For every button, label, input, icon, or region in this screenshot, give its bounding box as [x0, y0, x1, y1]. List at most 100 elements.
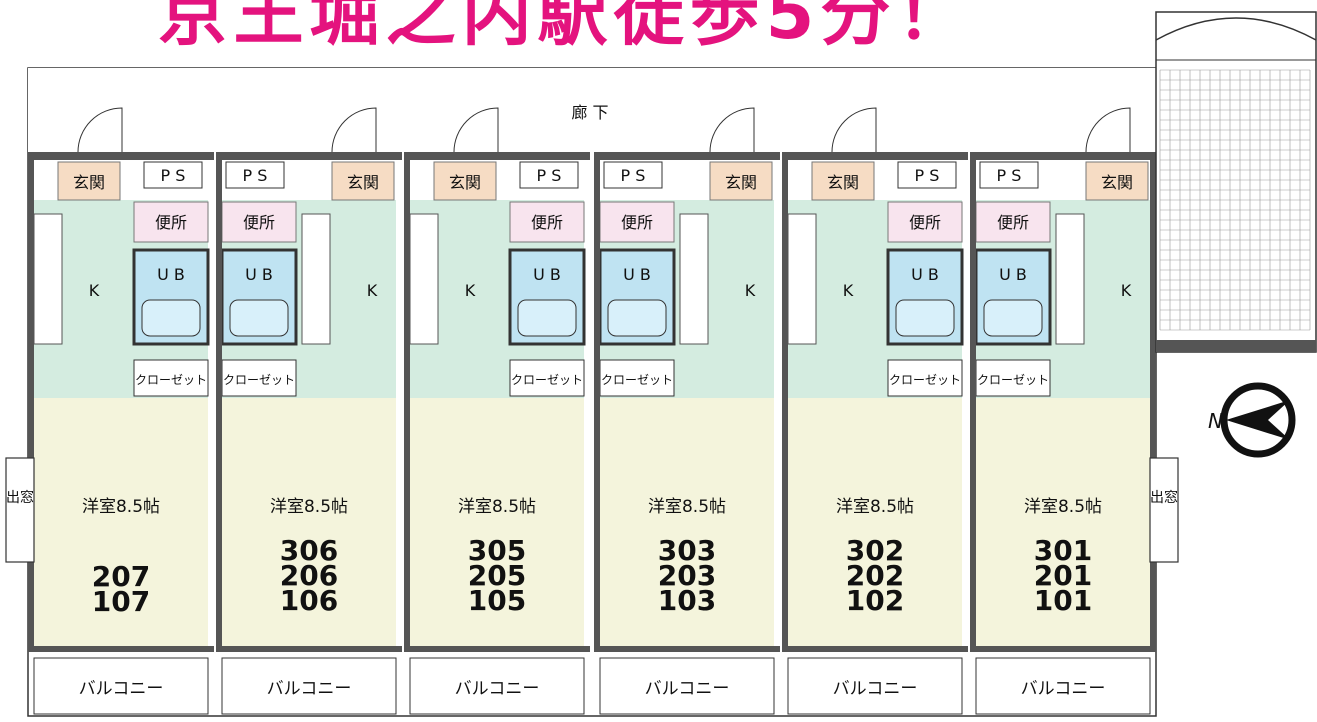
balcony [599, 657, 775, 715]
balcony-wall [970, 646, 1156, 652]
bathtub [895, 299, 955, 337]
room-number: 103 [658, 584, 716, 617]
bathtub [607, 299, 667, 337]
closet-label: クローゼット [511, 373, 583, 387]
balcony [221, 657, 397, 715]
room-number: 106 [280, 584, 338, 617]
entrance-label: 玄関 [73, 173, 105, 192]
pipe-shaft-label: P S [161, 166, 186, 185]
bay-window-left: 出窓 [5, 457, 35, 563]
room-number: 301 [1034, 534, 1092, 567]
room-number: 102 [846, 584, 904, 617]
kitchen-counter [787, 213, 817, 345]
toilet [887, 201, 963, 243]
toilet-label: 便所 [909, 213, 941, 232]
balcony [975, 657, 1151, 715]
pipe-shaft-label: P S [621, 166, 646, 185]
entrance [331, 161, 395, 201]
entry-door [77, 107, 123, 153]
partition-wall [970, 152, 976, 652]
partition-wall [404, 152, 410, 652]
partition-wall [782, 152, 788, 652]
toilet [975, 201, 1051, 243]
closet [221, 359, 297, 397]
entrance [709, 161, 773, 201]
closet [133, 359, 209, 397]
room-number: 105 [468, 584, 526, 617]
balcony-label: バルコニー [79, 679, 164, 699]
bathtub [517, 299, 577, 337]
entrance [811, 161, 875, 201]
western-room [222, 398, 396, 652]
unit-bath-label: U B [911, 265, 939, 284]
room-label: 洋室8.5帖 [836, 497, 914, 517]
pipe-shaft [603, 161, 663, 189]
pipe-shaft-label: P S [915, 166, 940, 185]
toilet [509, 201, 585, 243]
room-label: 洋室8.5帖 [458, 497, 536, 517]
western-room [976, 398, 1150, 652]
balcony [33, 657, 209, 715]
toilet-label: 便所 [621, 213, 653, 232]
western-room [34, 398, 208, 652]
room-number: 302 [846, 534, 904, 567]
entry-door [831, 107, 877, 153]
unit-bath-label: U B [623, 265, 651, 284]
room-label: 洋室8.5帖 [270, 497, 348, 517]
closet-label: クローゼット [977, 373, 1049, 387]
western-room [410, 398, 584, 652]
toilet [221, 201, 297, 243]
bathtub [229, 299, 289, 337]
bathtub [141, 299, 201, 337]
room-number: 203 [658, 559, 716, 592]
pipe-shaft [979, 161, 1039, 189]
north-arrow-icon [1220, 382, 1296, 458]
room-number: 107 [92, 585, 150, 618]
toilet-label: 便所 [155, 213, 187, 232]
pipe-shaft [143, 161, 203, 189]
corridor-wall [216, 152, 402, 160]
staircase [1155, 11, 1317, 353]
entrance-label: 玄関 [347, 173, 379, 192]
entry-door [1085, 107, 1131, 153]
entry-door [709, 107, 755, 153]
room-number: 205 [468, 559, 526, 592]
entrance [1085, 161, 1149, 201]
closet [887, 359, 963, 397]
room-number: 306 [280, 534, 338, 567]
room-number: 303 [658, 534, 716, 567]
kitchen-label: K [465, 281, 476, 300]
closet-label: クローゼット [889, 373, 961, 387]
corridor-label: 廊 下 [571, 103, 608, 122]
bay-window-label-right: 出窓 [1150, 489, 1178, 506]
balcony-label: バルコニー [455, 679, 540, 699]
kitchen-counter [33, 213, 63, 345]
kitchen-label: K [89, 281, 100, 300]
toilet-label: 便所 [531, 213, 563, 232]
kitchen-label: K [745, 281, 756, 300]
bay-window-right: 出窓 [1149, 457, 1179, 563]
balcony-label: バルコニー [833, 679, 918, 699]
balcony-label: バルコニー [1021, 679, 1106, 699]
toilet [599, 201, 675, 243]
pipe-shaft-label: P S [997, 166, 1022, 185]
western-room [600, 398, 774, 652]
corridor-wall [28, 152, 214, 160]
entrance-label: 玄関 [449, 173, 481, 192]
kitchen-counter [1055, 213, 1085, 345]
toilet-label: 便所 [243, 213, 275, 232]
closet-label: クローゼット [601, 373, 673, 387]
room-label: 洋室8.5帖 [82, 497, 160, 517]
entry-door [453, 107, 499, 153]
balcony-label: バルコニー [267, 679, 352, 699]
entrance [433, 161, 497, 201]
western-room [788, 398, 962, 652]
corridor-wall [970, 152, 1156, 160]
corridor-wall [782, 152, 968, 160]
balcony-label: バルコニー [645, 679, 730, 699]
bay-window-label-left: 出窓 [6, 489, 34, 506]
